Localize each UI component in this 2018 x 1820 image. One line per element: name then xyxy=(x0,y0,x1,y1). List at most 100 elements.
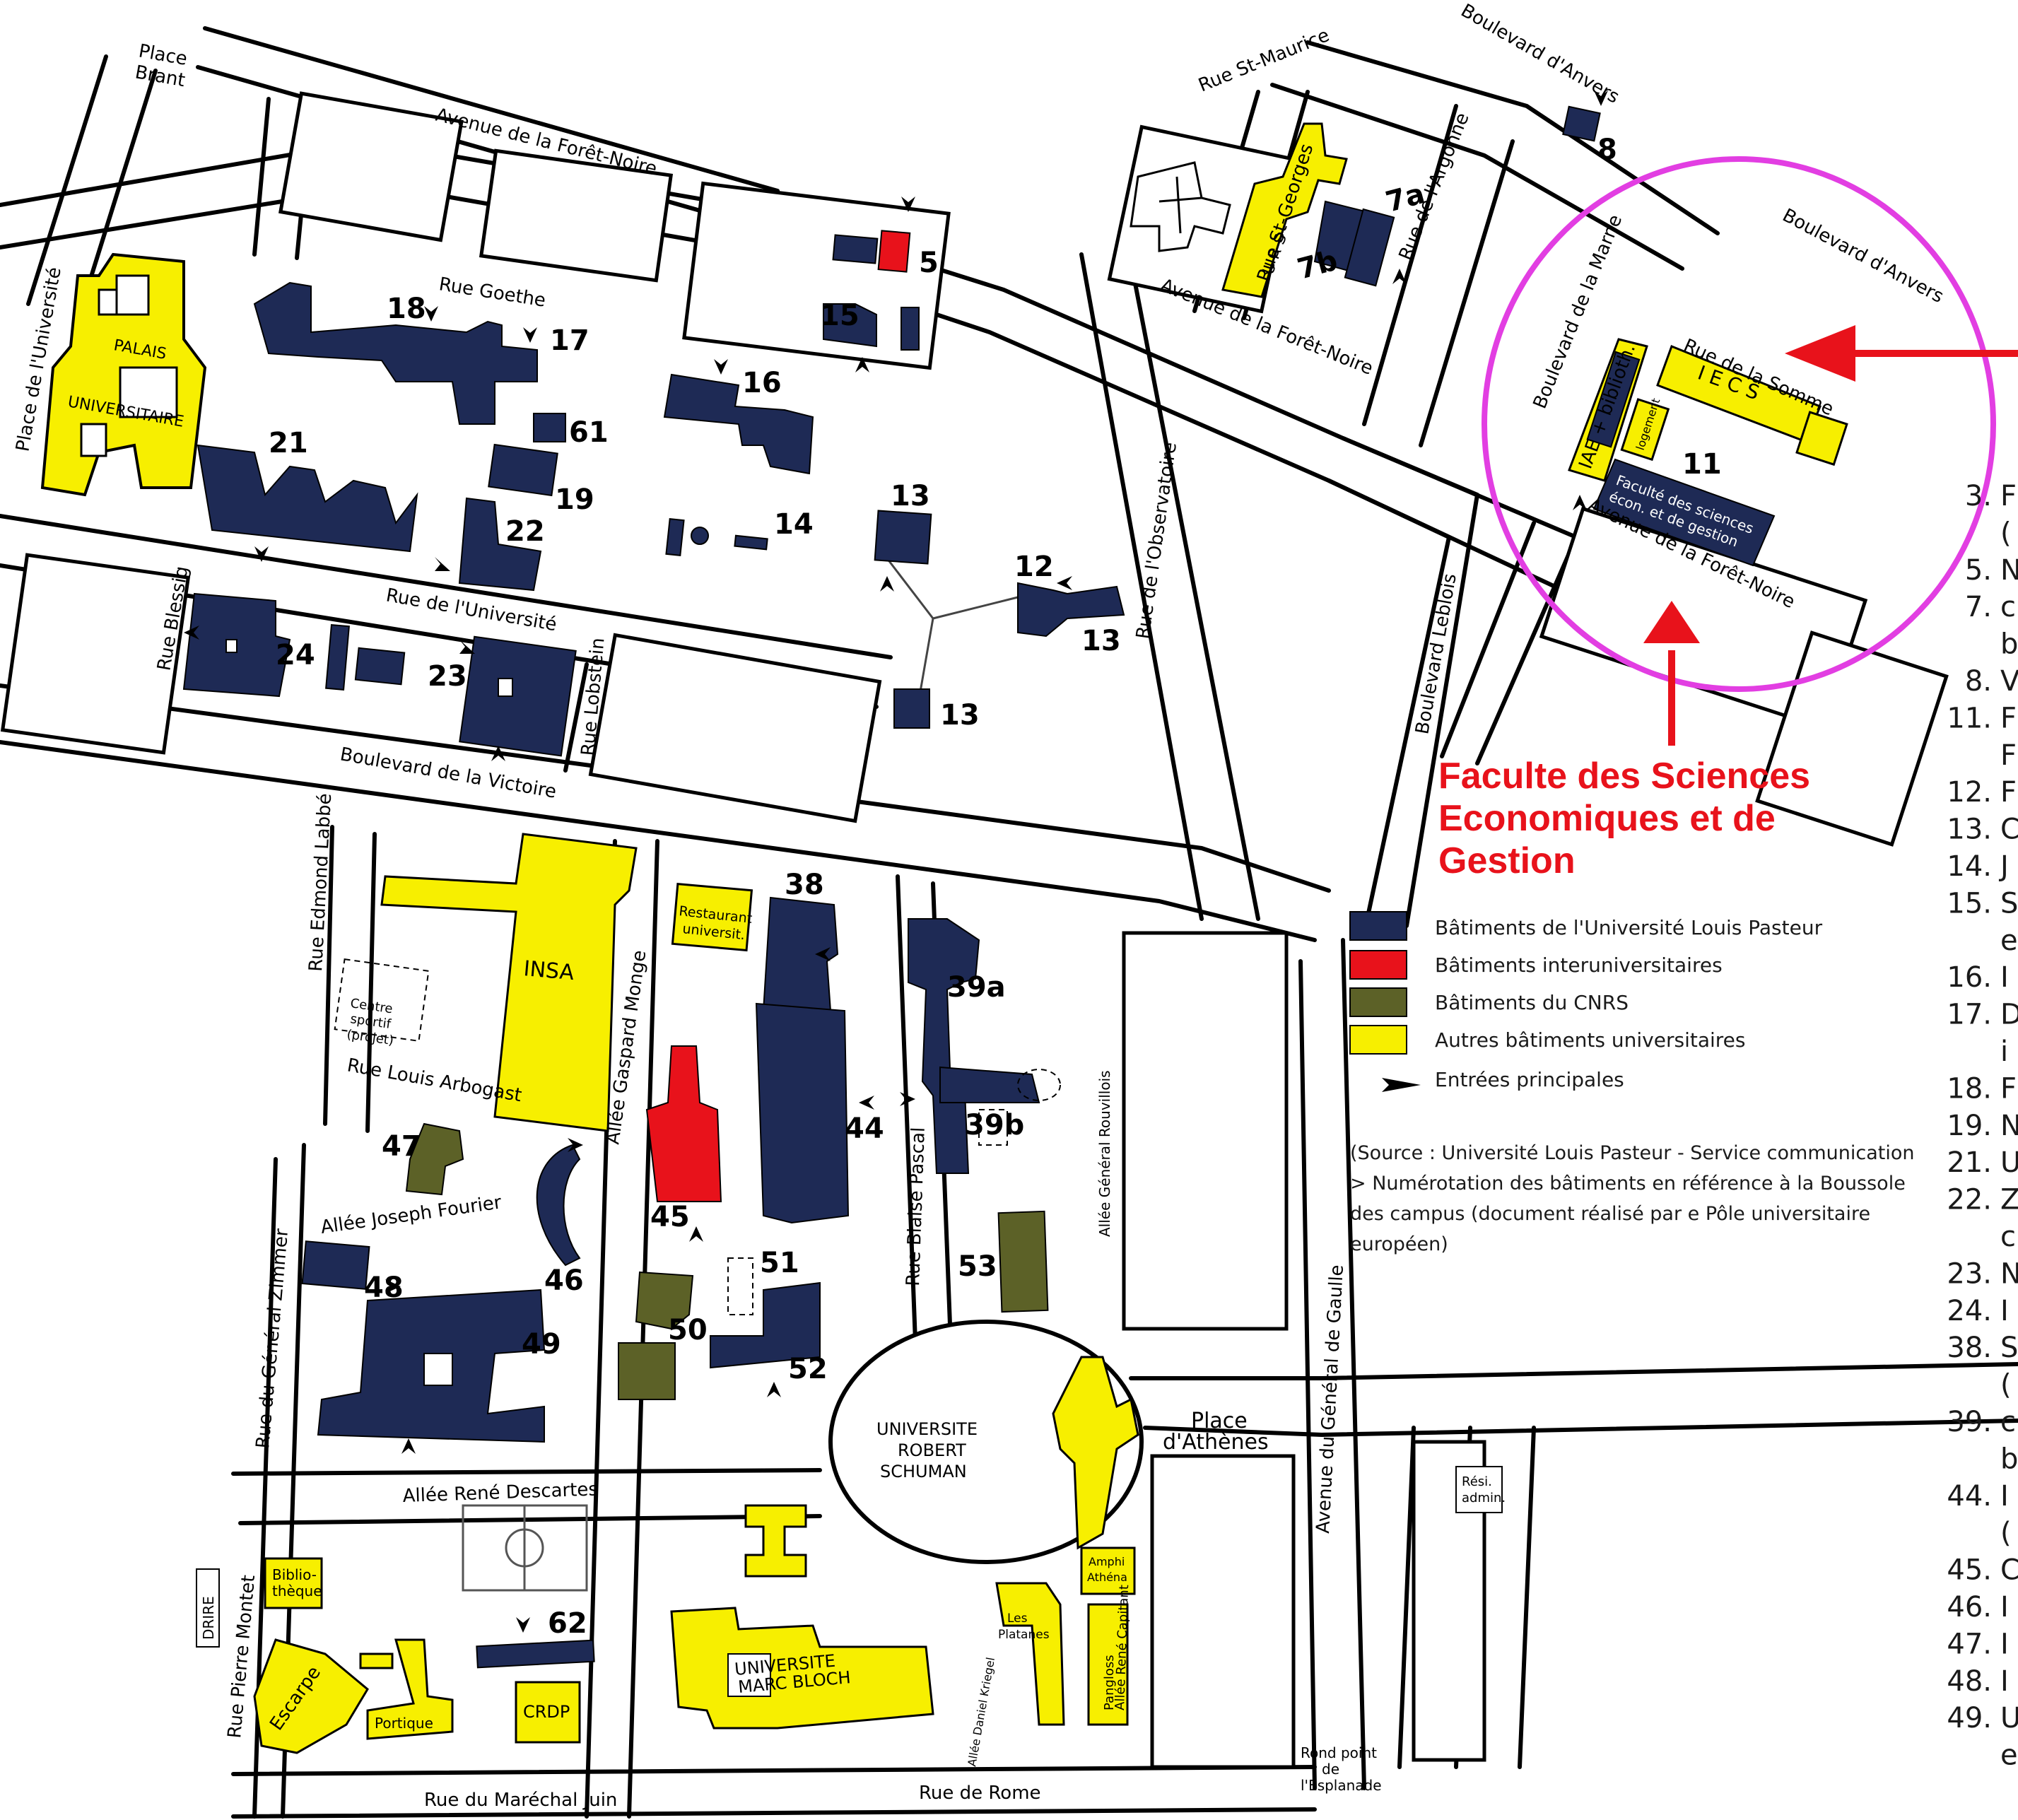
label-avenue-general-de-gaulle: Avenue du Général de Gaulle xyxy=(1313,1264,1348,1534)
label-allee-joseph-fourier: Allée Joseph Fourier xyxy=(319,1192,503,1238)
source-line-4: européen) xyxy=(1350,1233,1448,1255)
label-resi-2: admin. xyxy=(1462,1491,1506,1505)
label-pangloss: Pangloss xyxy=(1102,1655,1117,1710)
side-list-number: 7. xyxy=(1965,591,1992,623)
label-platanes-2: Platanes xyxy=(998,1628,1050,1642)
ulp-buildings xyxy=(182,105,1601,1669)
side-list-number: 47. xyxy=(1947,1628,1992,1660)
city-blocks xyxy=(0,91,1949,1769)
side-list-number: 49. xyxy=(1947,1702,1992,1734)
label-amphi-1: Amphi xyxy=(1089,1555,1125,1568)
side-list-text: b xyxy=(2000,1443,2018,1475)
label-allee-rene-descartes: Allée René Descartes xyxy=(402,1479,598,1507)
side-list-number: 12. xyxy=(1947,776,1992,809)
label-rue-goethe: Rue Goethe xyxy=(438,274,547,311)
num-50: 50 xyxy=(668,1314,708,1346)
side-list-number: 11. xyxy=(1947,702,1992,734)
source-line-1: (Source : Université Louis Pasteur - Ser… xyxy=(1350,1142,1914,1164)
side-list-text: C xyxy=(2000,1554,2018,1587)
side-list-text: V xyxy=(2000,665,2018,698)
num-13-c: 13 xyxy=(940,699,980,732)
side-list-text: c xyxy=(2000,591,2016,623)
side-list-text: F xyxy=(2000,480,2017,512)
side-list-text: ( xyxy=(2000,1369,2012,1402)
num-51: 51 xyxy=(760,1247,799,1279)
annotation-line-2: Economiques et de xyxy=(1438,798,1776,839)
num-47: 47 xyxy=(382,1130,421,1163)
num-18: 18 xyxy=(387,293,426,325)
side-list-number: 5. xyxy=(1965,554,1992,587)
drire-box xyxy=(196,1568,220,1648)
side-list-text: ( xyxy=(2000,1517,2012,1549)
legend-swatch-cnrs xyxy=(1349,987,1407,1017)
side-list-number: 44. xyxy=(1947,1480,1992,1513)
building-holes xyxy=(225,639,771,1697)
side-list-number: 15. xyxy=(1947,887,1992,920)
side-list: 3.F(5.N7.cb8.V11.FF12.F13.C14.J15.Se16.I… xyxy=(1947,480,2018,1772)
num-45: 45 xyxy=(650,1201,690,1233)
side-list-text: I xyxy=(2000,1665,2009,1698)
side-list-text: I xyxy=(2000,1628,2009,1660)
num-11: 11 xyxy=(1682,448,1722,481)
side-list-number: 38. xyxy=(1947,1332,1992,1364)
side-list-number: 48. xyxy=(1947,1665,1992,1698)
legend-swatch-inter xyxy=(1349,950,1407,980)
side-list-text: S xyxy=(2000,887,2018,920)
annotation-line-1: Faculte des Sciences xyxy=(1438,756,1810,797)
side-list-number: 24. xyxy=(1947,1295,1992,1327)
label-insa: INSA xyxy=(522,956,575,985)
side-list-text: e xyxy=(2000,1739,2018,1772)
label-place-athenes-2: d'Athènes xyxy=(1163,1430,1269,1455)
label-urs-big-2: ROBERT xyxy=(898,1440,966,1460)
num-13-b: 13 xyxy=(1081,625,1121,657)
num-16: 16 xyxy=(742,367,782,399)
side-list-text: U xyxy=(2000,1702,2018,1734)
num-49: 49 xyxy=(522,1328,561,1361)
side-list-number: 23. xyxy=(1947,1257,1992,1290)
other-univ-buildings xyxy=(253,122,1848,1754)
label-drire: DRIRE xyxy=(200,1596,217,1640)
annotation-arrows xyxy=(1643,325,2018,746)
side-list-number: 46. xyxy=(1947,1591,1992,1624)
legend-entrance-icon xyxy=(1382,1078,1421,1092)
source-note: (Source : Université Louis Pasteur - Ser… xyxy=(1350,1142,1914,1255)
side-list-text: I xyxy=(2000,1295,2009,1327)
source-line-2: > Numérotation des bâtiments en référenc… xyxy=(1350,1173,1906,1194)
num-15: 15 xyxy=(820,300,860,332)
num-7b: 7b xyxy=(1294,245,1341,286)
faculte-sciences-eco-building xyxy=(1586,351,1776,567)
label-rue-pierre-montet: Rue Pierre Montet xyxy=(224,1574,259,1739)
walkways xyxy=(886,558,1019,700)
building-numbers: 5 7a 7b 8 11 12 13 13 13 14 15 16 17 18 … xyxy=(269,134,1722,1640)
num-5: 5 xyxy=(919,247,939,279)
num-39a: 39a xyxy=(947,971,1006,1004)
label-resi-1: Rési. xyxy=(1462,1474,1492,1489)
label-crdp: CRDP xyxy=(523,1702,570,1722)
side-list-number: 22. xyxy=(1947,1184,1992,1216)
num-24: 24 xyxy=(276,639,315,671)
side-list-number: 8. xyxy=(1965,665,1992,698)
label-rue-observatoire: Rue de l'Observatoire xyxy=(1132,441,1181,640)
side-list-text: J xyxy=(1998,850,2009,883)
label-rue-marechal-juin: Rue du Maréchal Juin xyxy=(424,1790,617,1811)
num-53: 53 xyxy=(958,1250,997,1283)
label-platanes-1: Les xyxy=(1007,1611,1028,1626)
side-list-text: e xyxy=(2000,924,2018,957)
side-list-text: F xyxy=(2000,702,2017,734)
num-62: 62 xyxy=(548,1607,587,1640)
entrance-arrows xyxy=(184,90,1608,1633)
resi-box xyxy=(1455,1466,1503,1513)
label-urs-big-3: SCHUMAN xyxy=(880,1462,967,1481)
side-list-text: ( xyxy=(2000,517,2012,549)
num-13-a: 13 xyxy=(891,480,930,512)
side-list-text: C xyxy=(2000,814,2018,846)
legend-label-other: Autres bâtiments universitaires xyxy=(1435,1028,1745,1052)
num-48: 48 xyxy=(364,1272,404,1304)
side-list-number: 16. xyxy=(1947,961,1992,994)
cnrs-buildings xyxy=(405,1122,1049,1400)
side-list-text: c xyxy=(2000,1221,2016,1253)
side-list-text: i xyxy=(2000,1035,2008,1068)
side-list-text: c xyxy=(2000,1406,2016,1438)
side-list-text: U xyxy=(2000,1146,2018,1179)
